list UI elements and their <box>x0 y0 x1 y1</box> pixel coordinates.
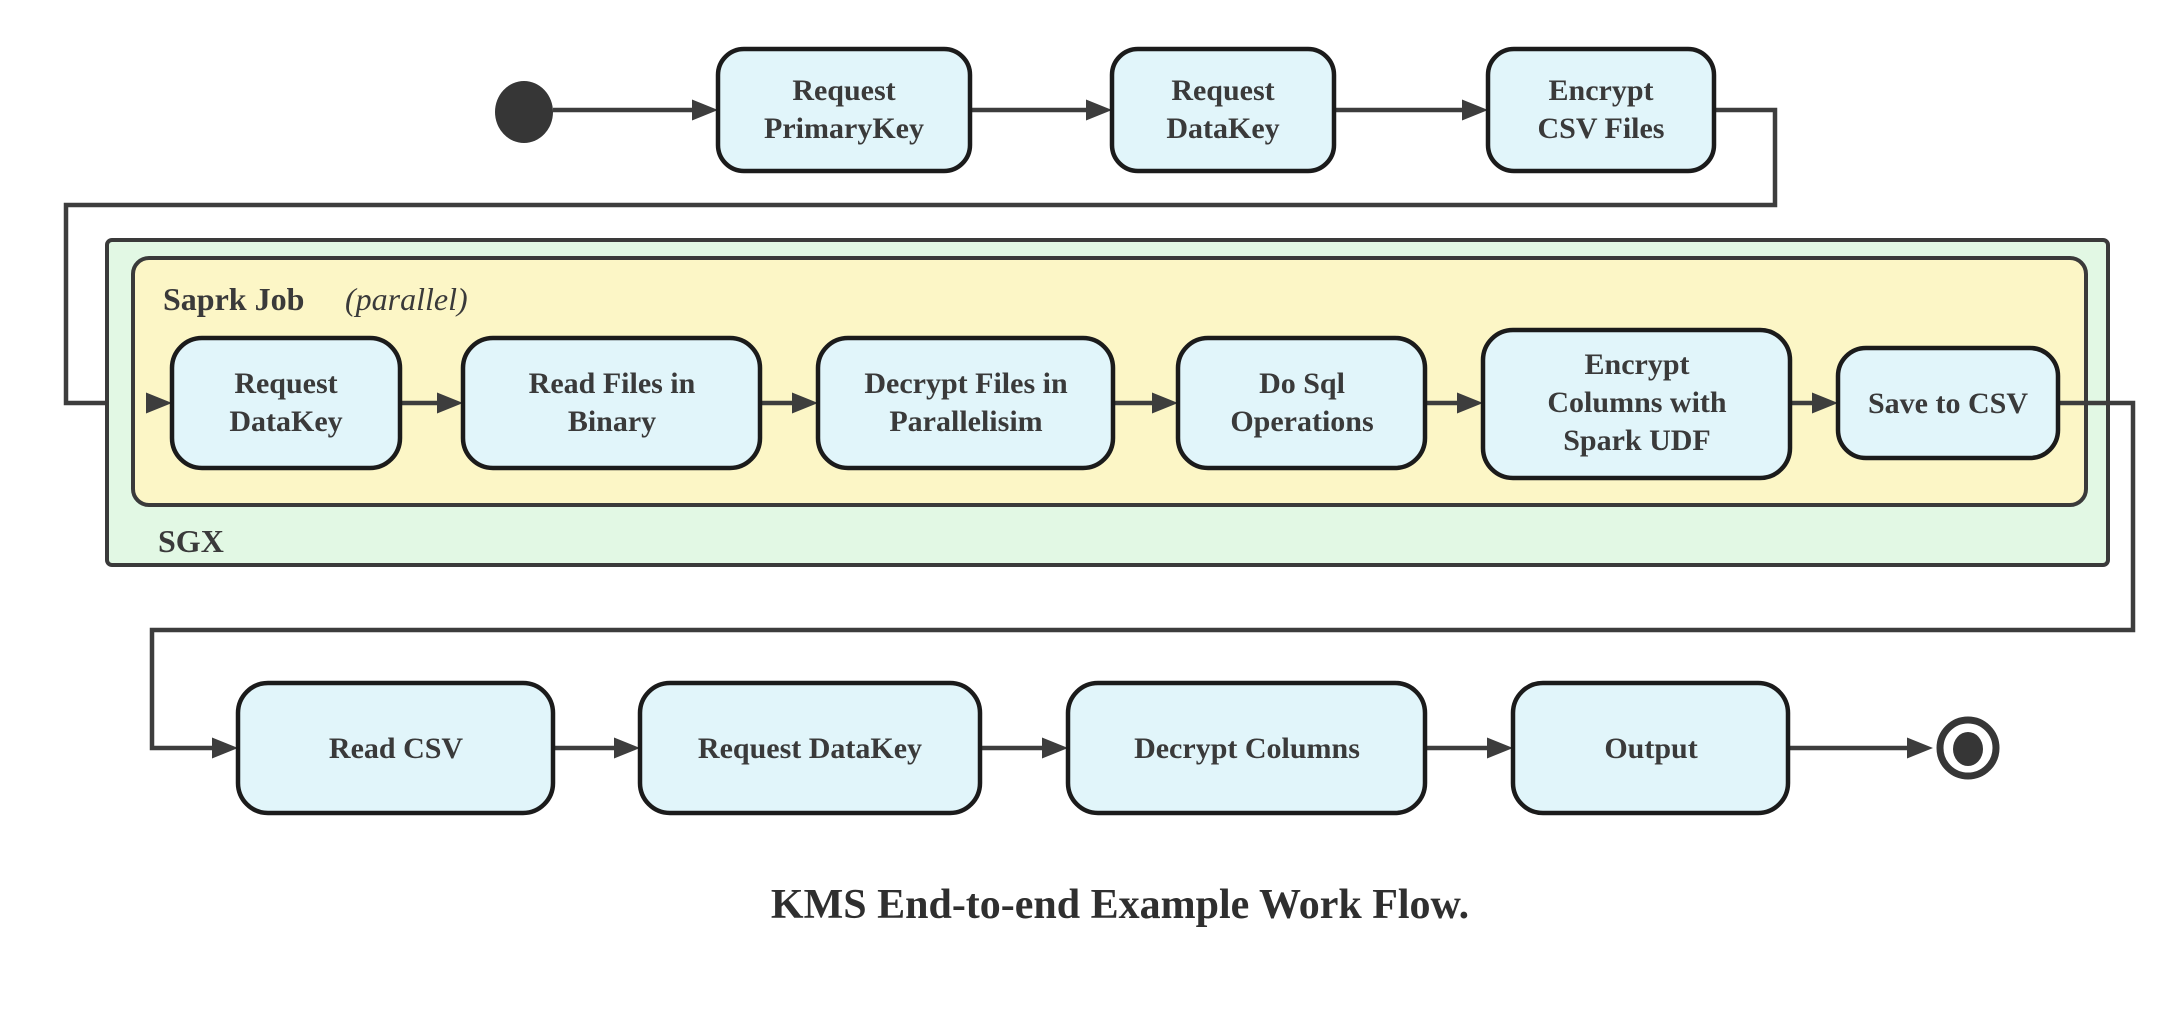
node-box <box>637 680 983 816</box>
node-request-datakey-top: Request DataKey <box>1109 46 1337 174</box>
node-request-primarykey: Request PrimaryKey <box>715 46 973 174</box>
node-label: Do Sql <box>1259 367 1345 400</box>
node-read-csv: Read CSV <box>235 680 556 816</box>
connector-encrypt-csv-to-spark-datakey <box>63 107 1778 406</box>
start-node-icon <box>495 81 553 143</box>
node-box <box>1480 327 1793 481</box>
node-label: CSV Files <box>1538 112 1665 145</box>
arrowhead-icon <box>1086 99 1112 121</box>
node-spark-request-datakey: Request DataKey <box>169 335 403 471</box>
node-save-to-csv: Save to CSV <box>1835 345 2061 461</box>
arrowhead-icon <box>1152 392 1178 414</box>
arrowhead-icon <box>792 392 818 414</box>
arrowhead-icon <box>1812 392 1838 414</box>
node-box <box>1065 680 1428 816</box>
end-node-inner-dot <box>1953 732 1983 766</box>
arrowhead-icon <box>1042 737 1068 759</box>
arrowhead-icon <box>437 392 463 414</box>
node-box <box>1175 335 1428 471</box>
node-label: Read CSV <box>329 732 464 765</box>
node-output: Output <box>1510 680 1791 816</box>
node-label: Parallelisim <box>889 405 1042 438</box>
spark-job-label: Saprk Job <box>163 281 304 317</box>
node-decrypt-columns: Decrypt Columns <box>1065 680 1428 816</box>
node-label: DataKey <box>229 405 342 438</box>
arrowhead-icon <box>614 737 640 759</box>
node-label: Decrypt Files in <box>864 367 1068 400</box>
node-label: Binary <box>568 405 656 438</box>
node-label: Request <box>1171 74 1274 107</box>
node-box <box>1485 46 1717 174</box>
node-label: Operations <box>1230 405 1373 438</box>
sgx-label: SGX <box>158 523 224 559</box>
node-do-sql-operations: Do Sql Operations <box>1175 335 1428 471</box>
node-label: PrimaryKey <box>764 112 924 145</box>
node-label: Encrypt <box>1549 74 1654 107</box>
connector-save-csv-to-read-csv <box>149 400 2136 751</box>
node-label: Encrypt <box>1585 348 1690 381</box>
node-box <box>1835 345 2061 461</box>
node-box <box>460 335 763 471</box>
node-box <box>169 335 403 471</box>
node-label: Save to CSV <box>1868 387 2028 420</box>
arrowhead-icon <box>1487 737 1513 759</box>
node-box <box>815 335 1116 471</box>
diagram-caption: KMS End-to-end Example Work Flow. <box>771 882 1469 928</box>
node-box <box>715 46 973 174</box>
node-box <box>1510 680 1791 816</box>
node-label: Decrypt Columns <box>1134 732 1360 765</box>
node-encrypt-columns-with-spark-udf: Encrypt Columns with Spark UDF <box>1480 327 1793 481</box>
node-box <box>235 680 556 816</box>
spark-job-parallel-label: (parallel) <box>345 281 468 317</box>
node-label: Columns with <box>1547 386 1727 419</box>
node-request-datakey-bottom: Request DataKey <box>637 680 983 816</box>
arrowhead-icon <box>1462 99 1488 121</box>
arrowhead-icon <box>1457 392 1483 414</box>
node-read-files-in-binary: Read Files in Binary <box>460 335 763 471</box>
node-label: DataKey <box>1166 112 1279 145</box>
arrowhead-icon <box>146 392 172 414</box>
node-label: Request DataKey <box>698 732 922 765</box>
arrowhead-icon <box>212 737 238 759</box>
node-label: Spark UDF <box>1563 424 1711 457</box>
node-label: Request <box>234 367 337 400</box>
arrowhead-icon <box>692 99 718 121</box>
node-label: Output <box>1604 732 1697 765</box>
node-decrypt-files-in-parallelisim: Decrypt Files in Parallelisim <box>815 335 1116 471</box>
arrowhead-icon <box>1907 737 1933 759</box>
node-label: Request <box>792 74 895 107</box>
node-encrypt-csv-files: Encrypt CSV Files <box>1485 46 1717 174</box>
node-label: Read Files in <box>529 367 696 400</box>
node-box <box>1109 46 1337 174</box>
